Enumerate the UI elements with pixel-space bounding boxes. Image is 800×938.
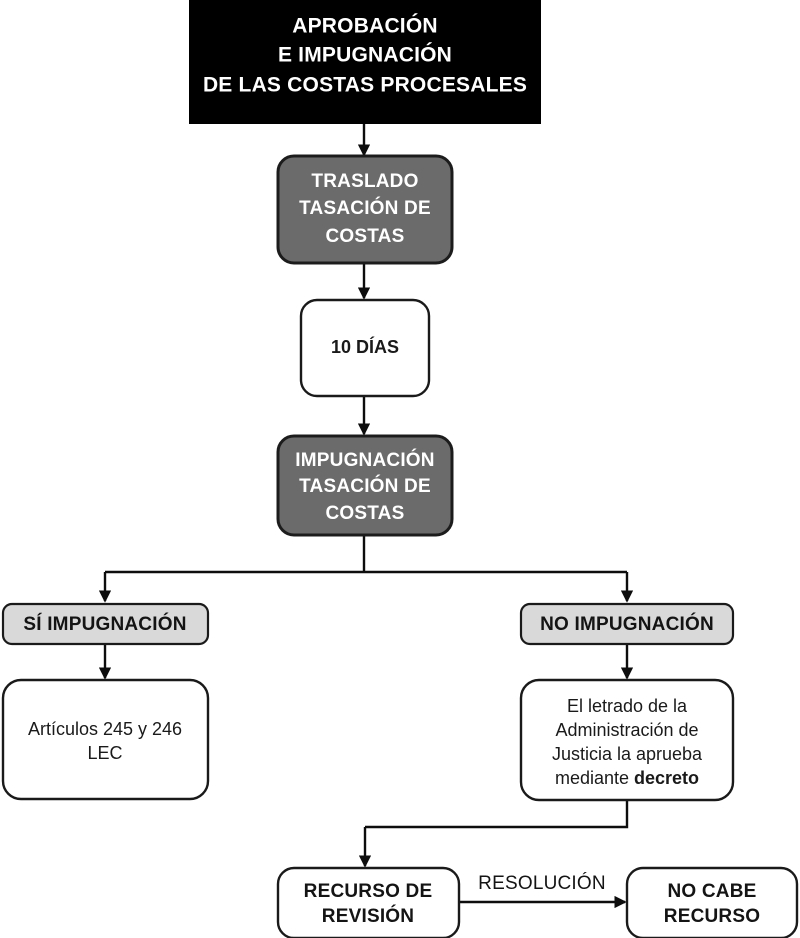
node-si-impugnacion[interactable]: SÍ IMPUGNACIÓN xyxy=(1,602,210,646)
letrado-line-4: mediante decreto xyxy=(555,768,699,788)
impugnacion-line-3: COSTAS xyxy=(326,503,405,524)
no-cabe-recurso-line-1: NO CABE xyxy=(667,881,756,902)
recurso-revision-line-1: RECURSO DE xyxy=(304,881,433,902)
node-articulos-245-246-lec[interactable]: Artículos 245 y 246 LEC xyxy=(1,678,210,801)
traslado-line-2: TASACIÓN DE xyxy=(299,197,431,219)
node-plazo-10-dias[interactable]: 10 DÍAS xyxy=(299,298,431,398)
node-recurso-de-revision[interactable]: RECURSO DE REVISIÓN xyxy=(276,866,461,938)
letrado-line-3: Justicia la aprueba xyxy=(552,744,703,764)
node-no-cabe-recurso[interactable]: NO CABE RECURSO xyxy=(625,866,799,938)
node-traslado-tasacion-costas[interactable]: TRASLADO TASACIÓN DE COSTAS xyxy=(276,154,454,265)
connector-layer xyxy=(98,123,634,909)
plazo-line-1: 10 DÍAS xyxy=(331,336,399,357)
node-letrado-administracion-justicia[interactable]: El letrado de la Administración de Justi… xyxy=(519,678,735,802)
node-no-impugnacion[interactable]: NO IMPUGNACIÓN xyxy=(519,602,735,646)
letrado-line-4-bold: decreto xyxy=(634,768,699,788)
letrado-line-2: Administración de xyxy=(555,720,698,740)
title-line-2: E IMPUGNACIÓN xyxy=(278,43,452,67)
si-impugnacion-label: SÍ IMPUGNACIÓN xyxy=(23,613,186,635)
impugnacion-line-1: IMPUGNACIÓN xyxy=(295,449,434,471)
recurso-revision-line-2: REVISIÓN xyxy=(322,905,414,927)
node-title: APROBACIÓN E IMPUGNACIÓN DE LAS COSTAS P… xyxy=(189,0,541,124)
title-line-3: DE LAS COSTAS PROCESALES xyxy=(203,74,527,97)
traslado-line-3: COSTAS xyxy=(326,226,405,247)
no-impugnacion-label: NO IMPUGNACIÓN xyxy=(540,613,714,635)
impugnacion-line-2: TASACIÓN DE xyxy=(299,475,431,497)
letrado-line-4-plain: mediante xyxy=(555,768,634,788)
no-cabe-recurso-line-2: RECURSO xyxy=(664,906,760,927)
letrado-line-1: El letrado de la xyxy=(567,696,688,716)
edge-label-resolucion: RESOLUCIÓN xyxy=(478,872,606,894)
traslado-line-1: TRASLADO xyxy=(311,171,418,192)
articulos-line-2: LEC xyxy=(87,743,122,763)
title-line-1: APROBACIÓN xyxy=(292,14,438,38)
articulos-line-1: Artículos 245 y 246 xyxy=(28,719,182,739)
node-impugnacion-tasacion-costas[interactable]: IMPUGNACIÓN TASACIÓN DE COSTAS xyxy=(276,434,454,537)
edge-letrado-to-recurso-elbow xyxy=(365,800,629,829)
